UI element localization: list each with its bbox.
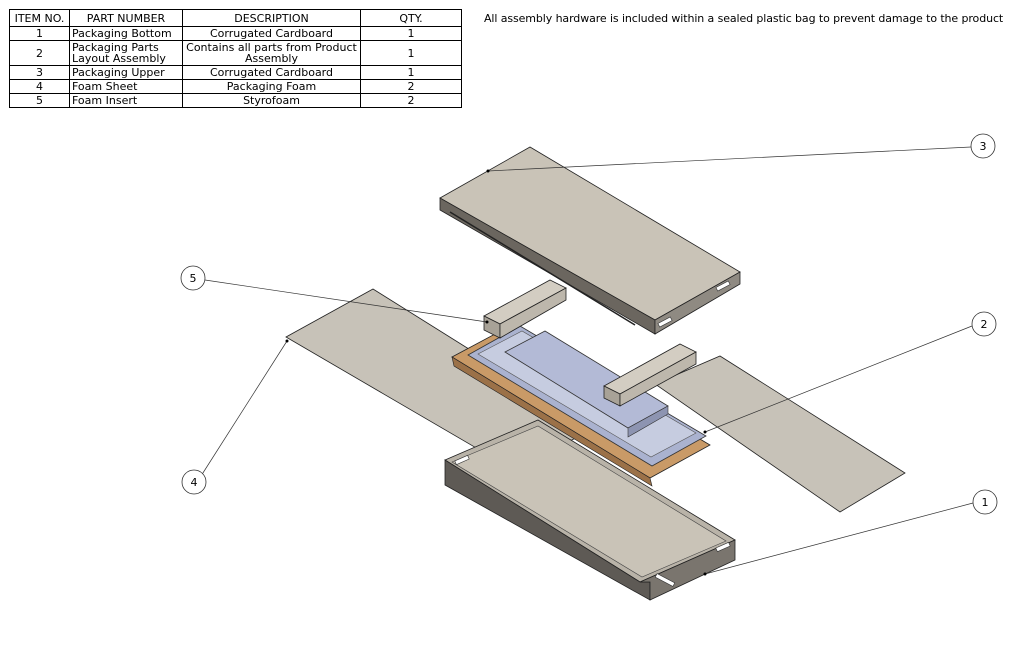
balloon-2: 2: [971, 311, 997, 337]
svg-text:1: 1: [982, 496, 989, 509]
table-row: 2 Packaging Parts Layout Assembly Contai…: [9, 40, 462, 66]
balloon-3: 3: [970, 133, 996, 159]
bill-of-materials-table: ITEM NO. PART NUMBER DESCRIPTION QTY. 1 …: [9, 9, 462, 108]
svg-text:5: 5: [190, 272, 197, 285]
balloon-4: 4: [181, 469, 207, 495]
leader-lines: [200, 146, 974, 575]
svg-text:2: 2: [981, 318, 988, 331]
svg-text:3: 3: [980, 140, 987, 153]
bom-qty: 1: [360, 40, 462, 66]
packaging-bottom: [444, 419, 736, 601]
balloon-1: 1: [972, 489, 998, 515]
packaging-upper: [439, 146, 741, 335]
foam-sheet-right: [654, 355, 906, 513]
foam-insert-front: [603, 343, 697, 407]
balloon-5: 5: [180, 265, 206, 291]
bom-part: Foam Insert: [69, 93, 183, 108]
bom-description: Contains all parts from Product Assembly: [182, 40, 361, 66]
bom-qty: 2: [360, 93, 462, 108]
bom-item: 2: [9, 40, 70, 66]
bom-header-row: ITEM NO. PART NUMBER DESCRIPTION QTY.: [9, 9, 462, 27]
svg-text:4: 4: [191, 476, 198, 489]
parts-layout-assembly: [451, 325, 711, 487]
table-row: 5 Foam Insert Styrofoam 2: [9, 93, 462, 108]
assembly-note: All assembly hardware is included within…: [484, 12, 1004, 25]
